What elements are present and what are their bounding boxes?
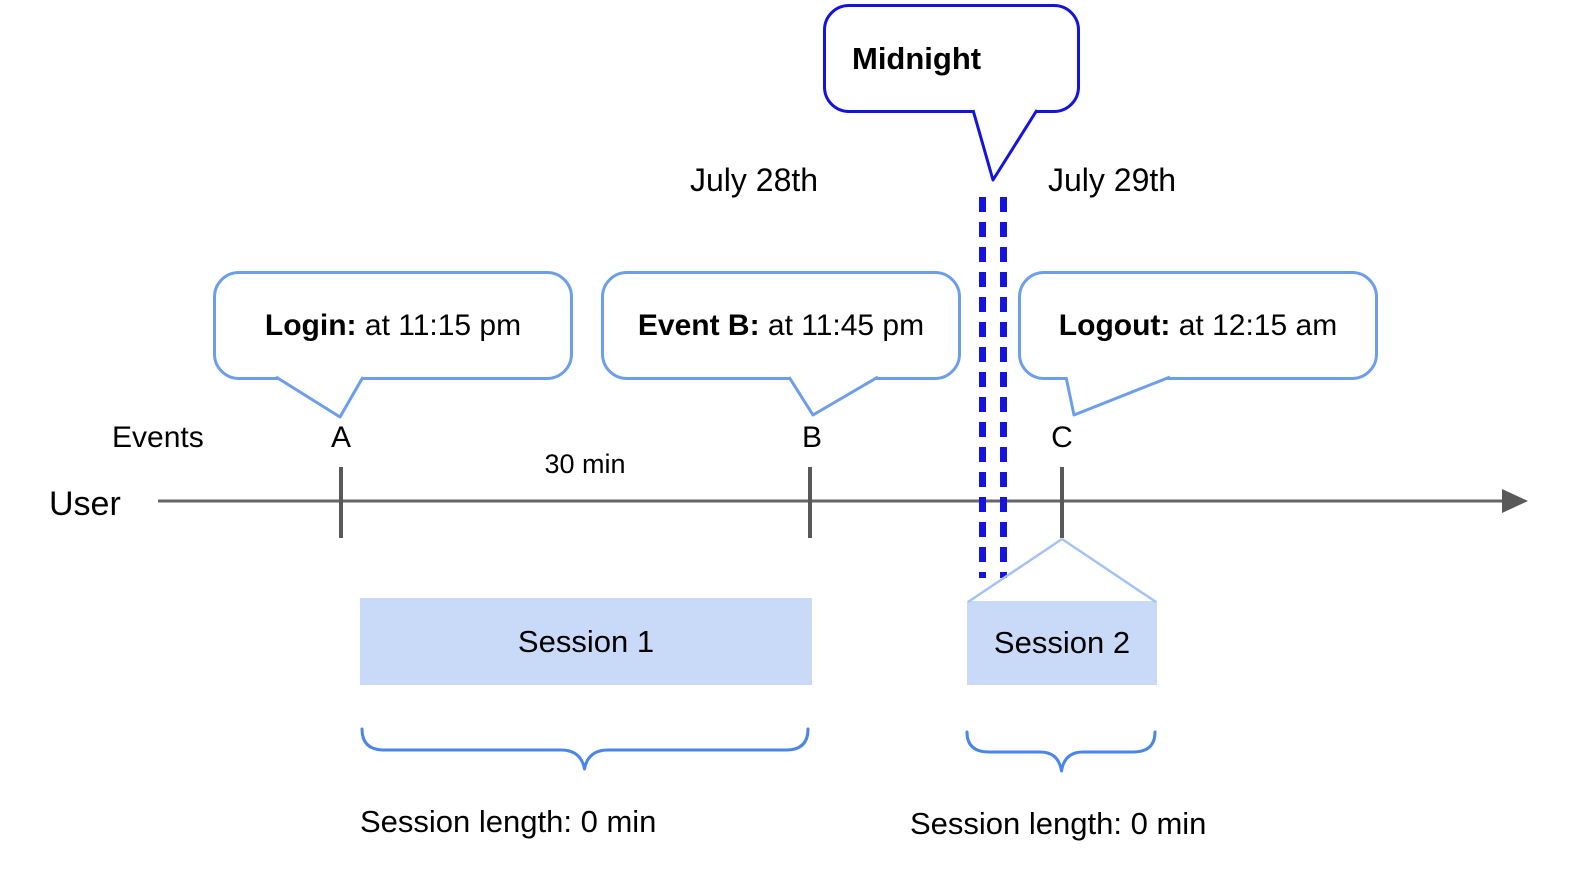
session-2-length-label: Session length: 0 min — [910, 806, 1207, 841]
date-label-july-28: July 28th — [690, 162, 819, 198]
logout-callout-label: Logout: — [1058, 308, 1171, 342]
session-1-label: Session 1 — [517, 623, 655, 659]
logout-callout-time: at 12:15 am — [1170, 308, 1338, 342]
event-c-label: C — [1051, 421, 1073, 454]
session-1-brace — [360, 727, 810, 771]
event-b-callout: Event B: at 11:45 pm — [601, 271, 961, 380]
midnight-callout-tail — [971, 109, 1039, 182]
session-2-brace — [965, 730, 1157, 773]
date-label-july-29: July 29th — [1048, 162, 1177, 198]
event-b-callout-time: at 11:45 pm — [759, 308, 925, 342]
event-a-label: A — [330, 421, 352, 454]
event-b-label: B — [801, 421, 823, 454]
logout-callout: Logout: at 12:15 am — [1018, 271, 1378, 380]
session-2-projection-left — [967, 537, 1063, 604]
logout-callout-tail — [1064, 375, 1171, 417]
timeline-arrowhead-icon — [1502, 489, 1528, 513]
event-b-callout-text: Event B: at 11:45 pm — [638, 309, 924, 343]
midnight-callout-label: Midnight — [852, 40, 982, 76]
event-b-callout-label: Event B: — [637, 308, 760, 342]
event-b-callout-tail — [787, 375, 879, 417]
session-2-projection-right — [1061, 537, 1157, 604]
login-callout-label: Login: — [264, 308, 357, 342]
session-1-box: Session 1 — [360, 598, 812, 685]
session-2-box: Session 2 — [967, 601, 1157, 685]
login-callout-time: at 11:15 pm — [356, 308, 522, 342]
login-callout-text: Login: at 11:15 pm — [265, 309, 521, 343]
session-2-label: Session 2 — [993, 625, 1131, 660]
login-callout: Login: at 11:15 pm — [213, 271, 573, 380]
midnight-callout: Midnight — [823, 4, 1080, 113]
interval-30min-label: 30 min — [544, 449, 626, 479]
events-row-label: Events — [112, 421, 204, 454]
logout-callout-text: Logout: at 12:15 am — [1059, 309, 1337, 343]
session-1-length-label: Session length: 0 min — [360, 804, 657, 839]
login-callout-tail — [275, 375, 365, 419]
user-axis-label: User — [49, 485, 121, 523]
